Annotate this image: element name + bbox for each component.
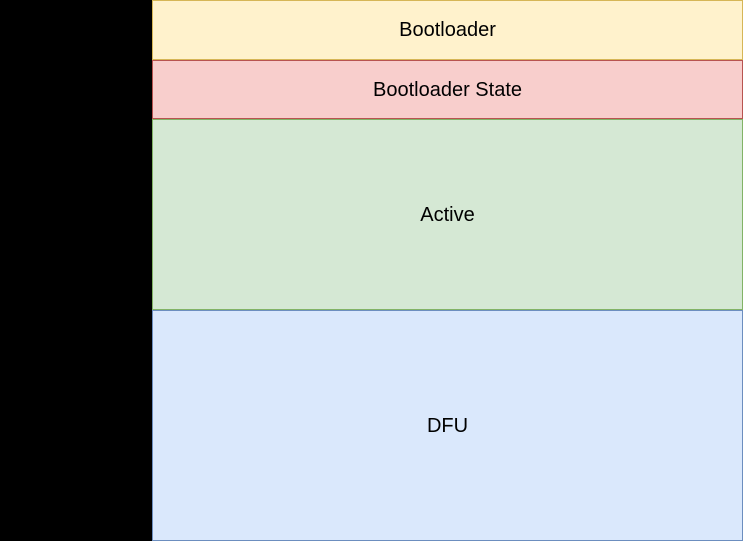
- region-bootloader-label: Bootloader: [399, 19, 496, 41]
- region-bootloader: Bootloader: [152, 0, 743, 60]
- memory-region-stack: Bootloader Bootloader State Active DFU: [152, 0, 743, 541]
- left-black-panel: [0, 0, 152, 541]
- region-active: Active: [152, 119, 743, 310]
- region-dfu-label: DFU: [426, 414, 469, 437]
- region-active-label: Active: [420, 203, 475, 226]
- region-bootloader-state-label: Bootloader State: [373, 78, 522, 101]
- region-bootloader-state: Bootloader State: [152, 60, 743, 119]
- region-dfu: DFU: [152, 310, 743, 541]
